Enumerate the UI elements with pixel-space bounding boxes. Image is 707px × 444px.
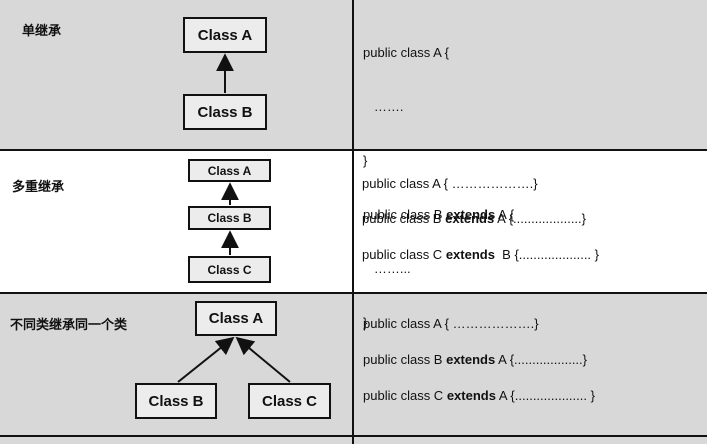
row-title: 单继承 <box>22 24 62 39</box>
class-box-b: Class B <box>135 383 217 419</box>
code-line: ……... <box>363 261 411 276</box>
class-box-c: Class C <box>188 256 271 283</box>
code-block: public class A { ……. } public class B ex… <box>363 8 514 368</box>
code-line: } <box>363 315 368 330</box>
row-title: 多重继承 <box>12 180 65 195</box>
class-box-b: Class B <box>183 94 267 130</box>
code-line: public class C extends B {..............… <box>362 247 599 262</box>
code-line: public class B extends A {..............… <box>362 211 587 226</box>
code-line: public class C extends A {..............… <box>363 388 595 403</box>
class-box-a: Class A <box>188 159 271 182</box>
code-line: public class B extends A {..............… <box>363 352 588 367</box>
class-box-c: Class C <box>248 383 331 419</box>
class-box-b: Class B <box>188 206 271 230</box>
column-divider <box>352 0 354 444</box>
class-box-a: Class A <box>195 301 277 336</box>
code-line: } <box>363 153 368 168</box>
code-line: public class A { ……………….} <box>362 176 538 191</box>
code-line: ……. <box>363 99 404 114</box>
code-line: public class A { ……………….} <box>363 316 539 331</box>
row-title: 不同类继承同一个类 <box>10 318 128 333</box>
class-box-a: Class A <box>183 17 267 53</box>
code-line: public class B extends A { <box>363 207 515 222</box>
code-line: public class A { <box>363 45 449 60</box>
